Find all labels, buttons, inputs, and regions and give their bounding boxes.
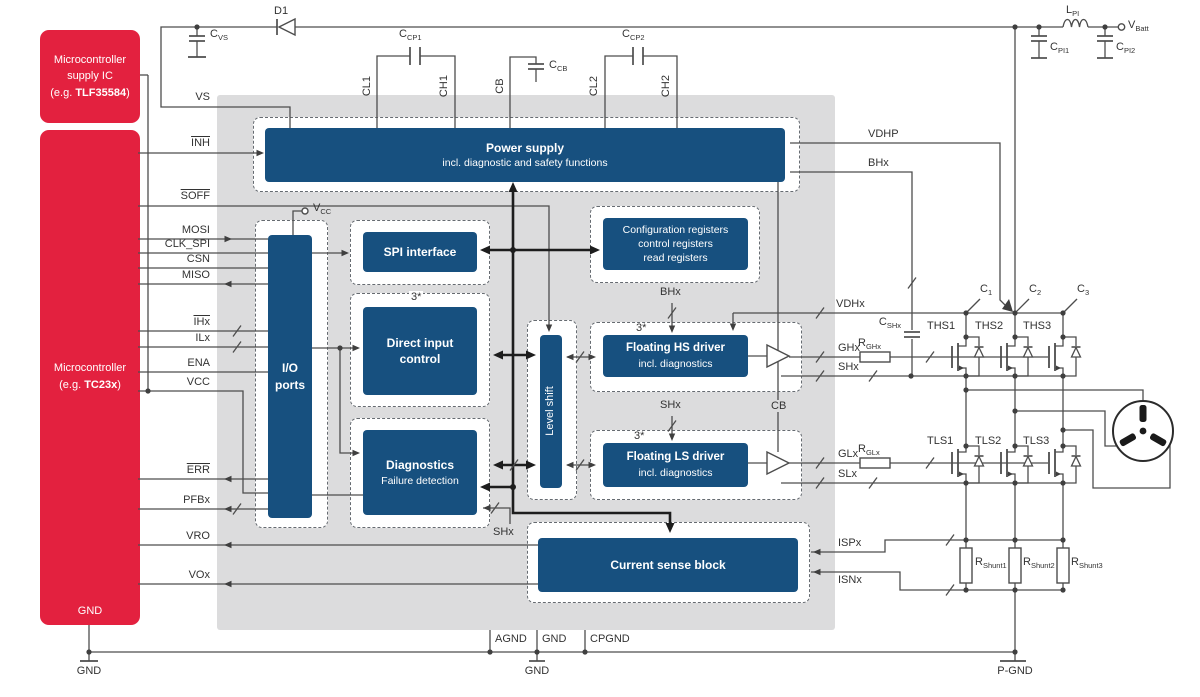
fet-ths1-label: THS1 (927, 320, 956, 332)
pin-label-ilx: ILx (195, 332, 210, 344)
fet-ths3-label: THS3 (1023, 320, 1052, 332)
pin-label-bhx: BHx (868, 157, 889, 169)
fet-tls2-label: TLS2 (975, 435, 1002, 447)
pin-label-cl1: CL1 (360, 75, 373, 97)
pin-label-csn: CSN (186, 253, 210, 265)
gnd-symbol-label-mcu: GND (76, 665, 102, 677)
pin-label-vs: VS (195, 91, 210, 103)
power-supply-block: Power supply incl. diagnostic and safety… (265, 128, 785, 182)
pin-label-vdhp: VDHP (868, 128, 899, 140)
diagnostics-block: Diagnostics Failure detection (363, 430, 477, 515)
pin-label-isnx: ISNx (838, 574, 862, 586)
diode-d1-label: D1 (274, 5, 289, 17)
vbatt-terminal-label: VBatt (1128, 19, 1149, 33)
level-shift-label: Level shift (544, 386, 556, 436)
io-ports-block: I/O ports (268, 235, 312, 518)
pin-label-vro: VRO (186, 530, 210, 542)
mult-label-direct-input: 3* (409, 291, 424, 304)
shx-driver-label: SHx (660, 399, 681, 411)
pin-label-gnd: GND (542, 633, 567, 645)
pin-label-vox: VOx (188, 569, 210, 581)
pin-label-shx: SHx (838, 361, 859, 373)
pin-label-ghx: GHx (838, 342, 860, 354)
pin-label-ena: ENA (187, 357, 210, 369)
pin-label-vcc: VCC (186, 376, 210, 388)
mcu-gnd-label: GND (77, 604, 103, 617)
cap-ccp2-label: CCP2 (622, 28, 645, 42)
mcu-block: Microcontroller (e.g. TC23x) GND (40, 130, 140, 625)
pin-label-clk-spi: CLK_SPI (164, 238, 210, 250)
pin-label-ihx: IHx (193, 316, 211, 328)
pin-label-agnd: AGND (495, 633, 527, 645)
pin-label-inh: INH (191, 137, 210, 149)
fet-tls1-label: TLS1 (927, 435, 954, 447)
pin-label-mosi: MOSI (181, 224, 210, 236)
current-sense-block: Current sense block (538, 538, 798, 592)
vcc-terminal-label: VCC (313, 202, 332, 216)
pin-label-cl2: CL2 (587, 75, 600, 97)
cap-cpi2-label: CPI2 (1116, 41, 1136, 55)
pin-label-slx: SLx (838, 468, 857, 480)
fet-tls3-label: TLS3 (1023, 435, 1050, 447)
res-rshunt2-label: RShunt2 (1023, 556, 1055, 570)
spi-interface-block: SPI interface (363, 232, 477, 272)
config-registers-block: Configuration registers control register… (603, 218, 748, 270)
pin-label-glx: GLx (838, 448, 859, 460)
level-shift-block (540, 335, 562, 488)
hs-driver-block: Floating HS driver incl. diagnostics (603, 335, 748, 377)
cap-ccp1-label: CCP1 (399, 28, 422, 42)
pin-label-miso: MISO (181, 269, 210, 281)
res-rglx-label: RGLx (858, 443, 880, 457)
bhx-driver-label: BHx (660, 286, 681, 298)
pin-label-vdhx: VDHx (836, 298, 865, 310)
pin-label-cpgnd: CPGND (590, 633, 630, 645)
cap-ccb-label: CCB (549, 59, 568, 73)
res-rshunt1-label: RShunt1 (975, 556, 1007, 570)
cap-c3-label: C3 (1077, 283, 1090, 297)
pin-label-ispx: ISPx (838, 537, 862, 549)
pin-label-err: ERR (186, 464, 210, 476)
mult-label-hs: 3* (636, 322, 647, 334)
pin-label-ch1: CH1 (437, 75, 450, 98)
cb-driver-label: CB (769, 400, 789, 413)
mult-label-ls: 3* (634, 430, 645, 442)
cap-cpi1-label: CPI1 (1050, 41, 1070, 55)
pin-label-cb: CB (493, 78, 506, 94)
cap-c2-label: C2 (1029, 283, 1042, 297)
inductor-lpi-label: LPI (1066, 4, 1080, 18)
ls-driver-block: Floating LS driver incl. diagnostics (603, 443, 748, 487)
mcu-supply-ic-block: Microcontroller supply IC (e.g. TLF35584… (40, 30, 140, 123)
pgnd-symbol-label: P-GND (997, 665, 1033, 677)
cap-cvs-label: CVS (210, 28, 228, 42)
pin-label-soff: SOFF (180, 190, 210, 202)
direct-input-block: Direct input control (363, 307, 477, 395)
gnd-symbol-label-mid: GND (524, 665, 550, 677)
pin-label-pfbx: PFBx (183, 494, 210, 506)
res-rshunt3-label: RShunt3 (1071, 556, 1103, 570)
res-rghx-label: RGHx (858, 337, 881, 351)
fet-ths2-label: THS2 (975, 320, 1004, 332)
shx-feedback-label: SHx (493, 526, 514, 538)
cap-cshx-label: CSHx (878, 316, 901, 330)
cap-c1-label: C1 (980, 283, 993, 297)
pin-label-ch2: CH2 (659, 75, 672, 98)
